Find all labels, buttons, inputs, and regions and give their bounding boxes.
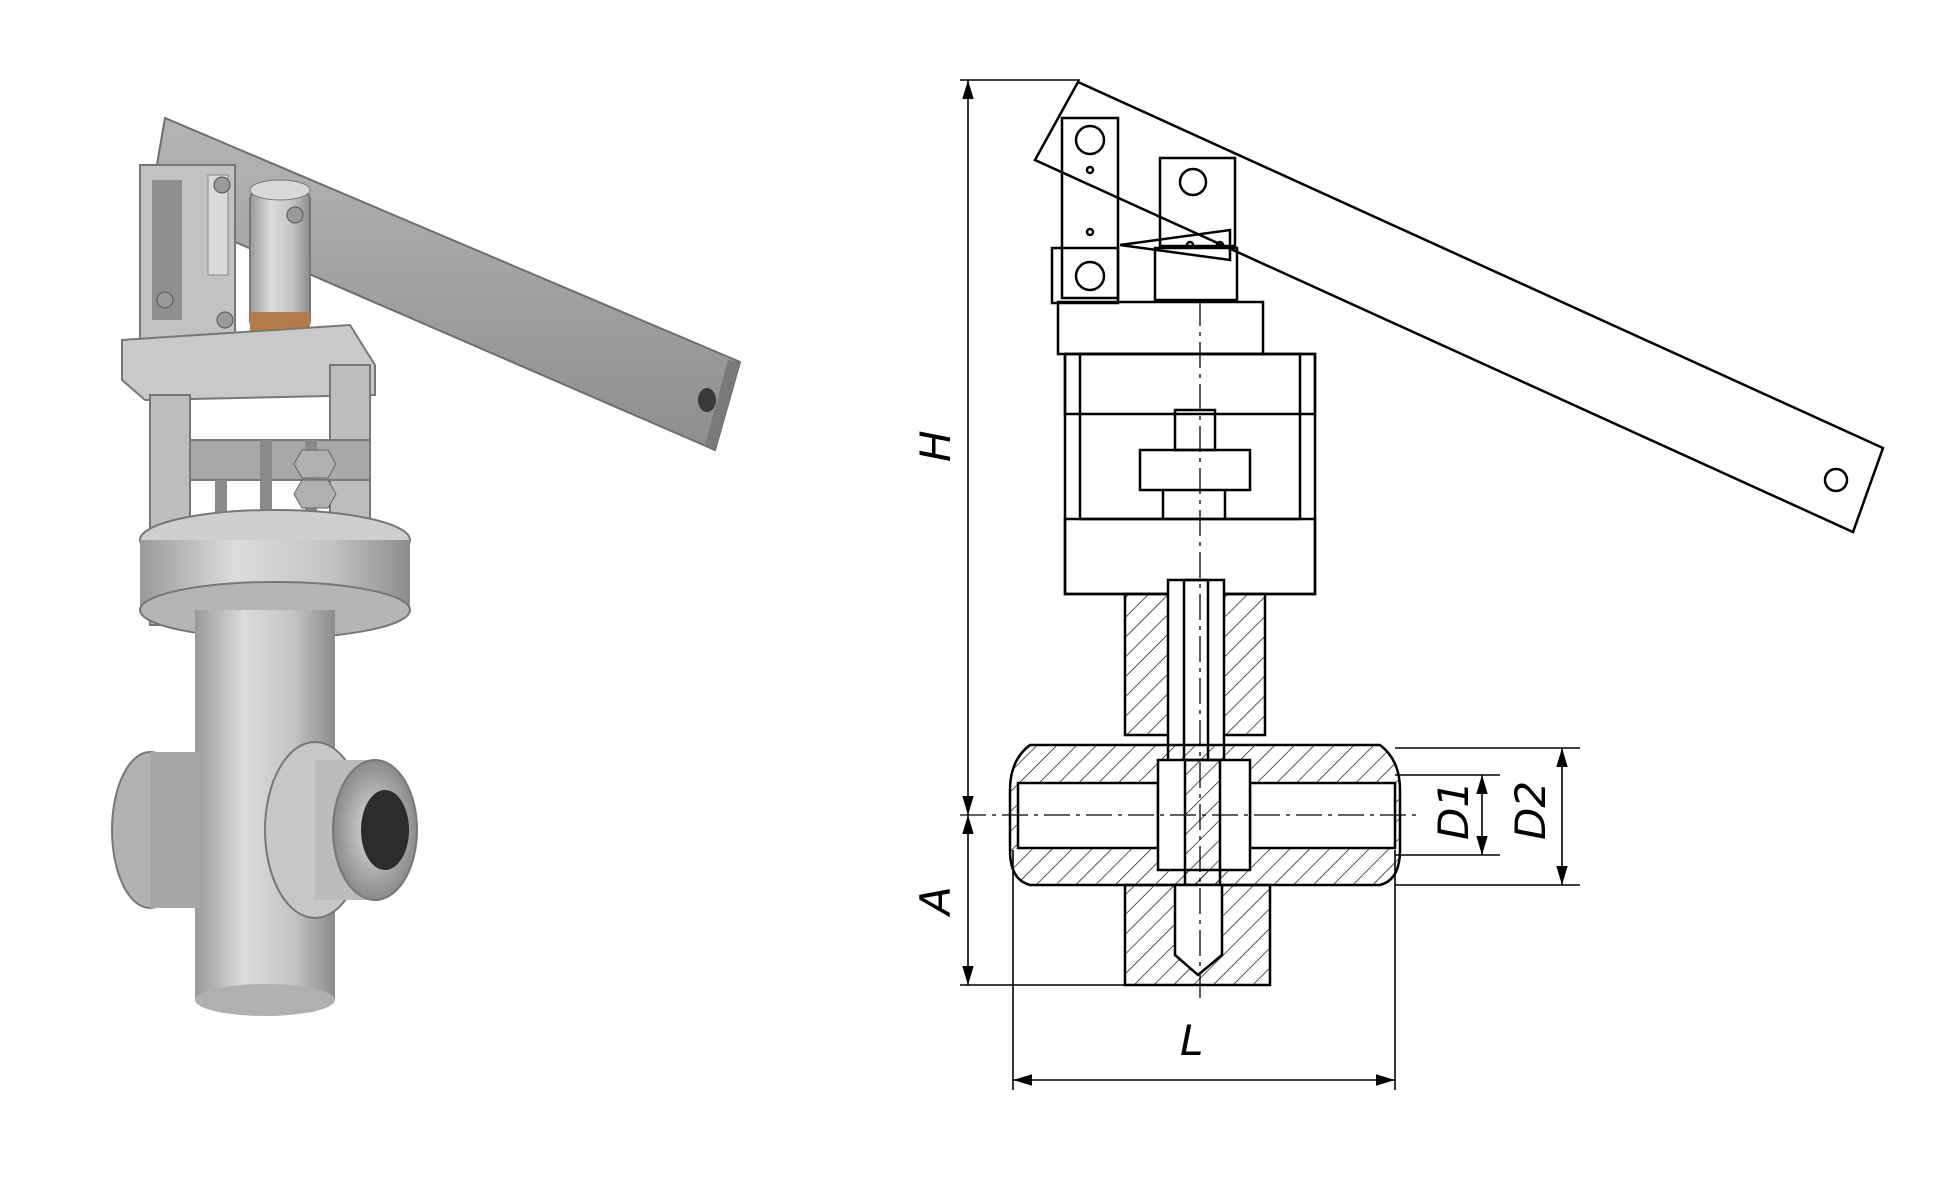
actuator-head xyxy=(139,164,311,341)
valve-render-illustration xyxy=(111,116,742,1016)
drawing-bonnet-top xyxy=(1056,300,1265,356)
outlet-port xyxy=(264,741,418,919)
dimension-d2-label: D2 xyxy=(1506,781,1555,840)
lever-handle xyxy=(148,116,742,452)
drawing-cylinder xyxy=(1158,156,1237,248)
dimension-a-label: A xyxy=(911,886,960,918)
technical-drawing-svg: H A L D1 D2 xyxy=(911,79,1885,1090)
dimension-d1-label: D1 xyxy=(1429,781,1478,840)
valve-3d-render xyxy=(0,0,780,1180)
drawing-left-bracket xyxy=(1060,116,1120,300)
valve-technical-drawing: H A L D1 D2 xyxy=(880,0,1937,1180)
drawing-handle xyxy=(1033,80,1885,534)
inlet-port xyxy=(111,751,200,909)
dimension-l-label: L xyxy=(1180,1016,1203,1065)
dimension-h-label: H xyxy=(911,430,960,462)
